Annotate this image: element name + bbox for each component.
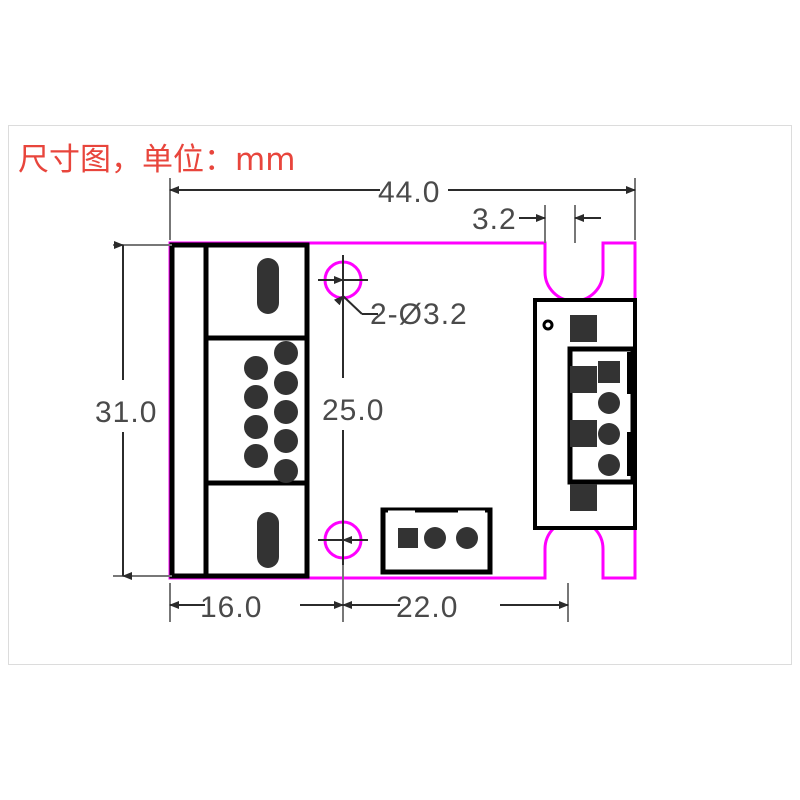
db9-pin-column-5 bbox=[244, 356, 268, 468]
screw-slot-top bbox=[257, 258, 279, 314]
db9-connector bbox=[169, 242, 310, 579]
dimension-overall-width: 44.0 bbox=[169, 176, 636, 240]
hole-callout: 2-Ø3.2 bbox=[333, 295, 468, 331]
dimension-left-section: 16.0 bbox=[169, 565, 344, 624]
dimension-right-section: 22.0 bbox=[342, 583, 569, 624]
terminal-pad-inner bbox=[598, 361, 620, 383]
header-pin-2 bbox=[424, 527, 446, 549]
dim-label-22: 22.0 bbox=[396, 591, 458, 624]
dim-label-25: 25.0 bbox=[322, 394, 384, 427]
dim-label-44: 44.0 bbox=[378, 176, 440, 209]
screw-slot-bottom bbox=[257, 512, 279, 568]
page-title: 尺寸图，单位：mm bbox=[18, 142, 296, 178]
reference-hole bbox=[542, 319, 554, 331]
terminal-pads bbox=[570, 315, 597, 511]
dimension-hole-spacing: 25.0 bbox=[322, 276, 384, 544]
db9-pin-column-4 bbox=[274, 341, 298, 483]
pin-header-3-pin bbox=[380, 507, 493, 575]
dimension-overall-height: 31.0 bbox=[95, 241, 172, 580]
terminal-pins bbox=[598, 392, 620, 476]
dimension-notch-offset: 3.2 bbox=[472, 203, 601, 243]
header-pin-3 bbox=[456, 527, 478, 549]
terminal-block bbox=[533, 298, 637, 530]
dim-label-31: 31.0 bbox=[95, 396, 157, 429]
dim-label-16: 16.0 bbox=[200, 591, 262, 624]
header-pad-square bbox=[398, 528, 418, 548]
dim-label-hole-callout: 2-Ø3.2 bbox=[370, 298, 468, 331]
dim-label-3-2: 3.2 bbox=[472, 203, 517, 236]
